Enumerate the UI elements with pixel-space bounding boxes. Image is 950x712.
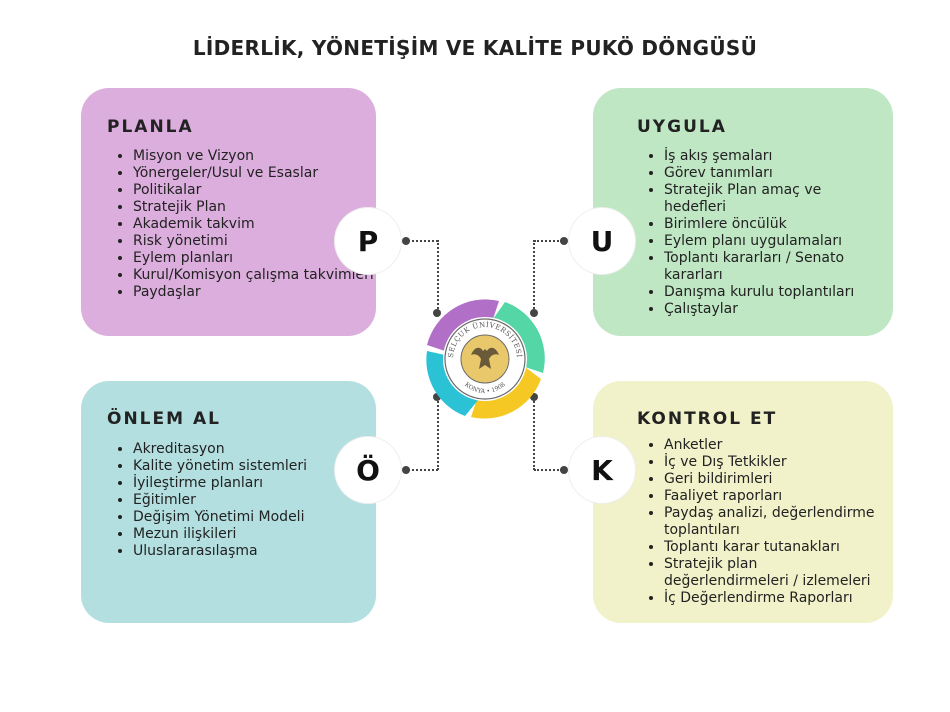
panel-onlem-al-list: AkreditasyonKalite yönetim sistemleriİyi… xyxy=(112,441,307,560)
list-item: Akreditasyon xyxy=(133,441,307,458)
list-item: Risk yönetimi xyxy=(133,233,374,250)
connector-line xyxy=(437,398,439,470)
list-item: Akademik takvim xyxy=(133,216,374,233)
list-item: Eylem planları xyxy=(133,250,374,267)
connector-dot-k-cycle xyxy=(530,393,538,401)
list-item: Misyon ve Vizyon xyxy=(133,148,374,165)
connector-line xyxy=(533,240,535,312)
list-item: Değişim Yönetimi Modeli xyxy=(133,509,307,526)
list-item: Kurul/Komisyon çalışma takvimleri xyxy=(133,267,374,284)
list-item: Stratejik Plan amaç ve hedefleri xyxy=(664,182,879,216)
list-item: Stratejik Plan xyxy=(133,199,374,216)
list-item: İyileştirme planları xyxy=(133,475,307,492)
list-item: Eylem planı uygulamaları xyxy=(664,233,879,250)
connector-line xyxy=(534,240,562,242)
list-item: Birimlere öncülük xyxy=(664,216,879,233)
connector-dot-o xyxy=(402,466,410,474)
letter-p-circle: P xyxy=(335,208,401,274)
panel-uygula-heading: UYGULA xyxy=(637,117,727,137)
list-item: Paydaşlar xyxy=(133,284,374,301)
list-item: Uluslararasılaşma xyxy=(133,543,307,560)
panel-planla: PLANLA Misyon ve VizyonYönergeler/Usul v… xyxy=(81,88,376,336)
connector-dot-p-cycle xyxy=(433,309,441,317)
list-item: Paydaş analizi, değerlendirme toplantıla… xyxy=(664,505,884,539)
panel-kontrol-et-list: Anketlerİç ve Dış TetkiklerGeri bildirim… xyxy=(643,437,884,607)
connector-dot-u-cycle xyxy=(530,309,538,317)
list-item: İç Değerlendirme Raporları xyxy=(664,590,884,607)
connector-line xyxy=(408,469,438,471)
letter-k-circle: K xyxy=(569,437,635,503)
page-title: LİDERLİK, YÖNETİŞİM VE KALİTE PUKÖ DÖNGÜ… xyxy=(192,36,758,60)
letter-o-circle: Ö xyxy=(335,437,401,503)
connector-dot-p xyxy=(402,237,410,245)
connector-dot-u xyxy=(560,237,568,245)
panel-uygula-list: İş akış şemalarıGörev tanımlarıStratejik… xyxy=(643,148,879,318)
connector-line xyxy=(533,398,535,470)
logo-outer-ring xyxy=(444,318,526,400)
list-item: Kalite yönetim sistemleri xyxy=(133,458,307,475)
panel-planla-heading: PLANLA xyxy=(107,117,194,137)
list-item: Toplantı karar tutanakları xyxy=(664,539,884,556)
list-item: Politikalar xyxy=(133,182,374,199)
letter-u-circle: U xyxy=(569,208,635,274)
list-item: İş akış şemaları xyxy=(664,148,879,165)
list-item: Eğitimler xyxy=(133,492,307,509)
list-item: Toplantı kararları / Senato kararları xyxy=(664,250,879,284)
panel-kontrol-et-heading: KONTROL ET xyxy=(637,409,778,429)
connector-dot-k xyxy=(560,466,568,474)
list-item: Mezun ilişkileri xyxy=(133,526,307,543)
cycle-arc-uygula xyxy=(493,302,545,373)
panel-onlem-al: ÖNLEM AL AkreditasyonKalite yönetim sist… xyxy=(81,381,376,623)
connector-line xyxy=(534,469,562,471)
panel-planla-list: Misyon ve VizyonYönergeler/Usul ve Esasl… xyxy=(112,148,374,301)
panel-kontrol-et: KONTROL ET Anketlerİç ve Dış TetkiklerGe… xyxy=(593,381,893,623)
list-item: Faaliyet raporları xyxy=(664,488,884,505)
list-item: Danışma kurulu toplantıları xyxy=(664,284,879,301)
list-item: Yönergeler/Usul ve Esaslar xyxy=(133,165,374,182)
panel-uygula: UYGULA İş akış şemalarıGörev tanımlarıSt… xyxy=(593,88,893,336)
panel-onlem-al-heading: ÖNLEM AL xyxy=(107,409,221,429)
double-headed-eagle-icon xyxy=(471,347,499,369)
list-item: Anketler xyxy=(664,437,884,454)
list-item: Görev tanımları xyxy=(664,165,879,182)
list-item: Geri bildirimleri xyxy=(664,471,884,488)
list-item: İç ve Dış Tetkikler xyxy=(664,454,884,471)
list-item: Stratejik plan değerlendirmeleri / izlem… xyxy=(664,556,884,590)
connector-line xyxy=(437,240,439,312)
cycle-arc-kontrol xyxy=(471,367,541,419)
puko-cycle-diagram: SELÇUK ÜNİVERSİTESİ KONYA • 1908 xyxy=(426,299,545,419)
list-item: Çalıştaylar xyxy=(664,301,879,318)
connector-line xyxy=(408,240,438,242)
connector-dot-o-cycle xyxy=(433,393,441,401)
